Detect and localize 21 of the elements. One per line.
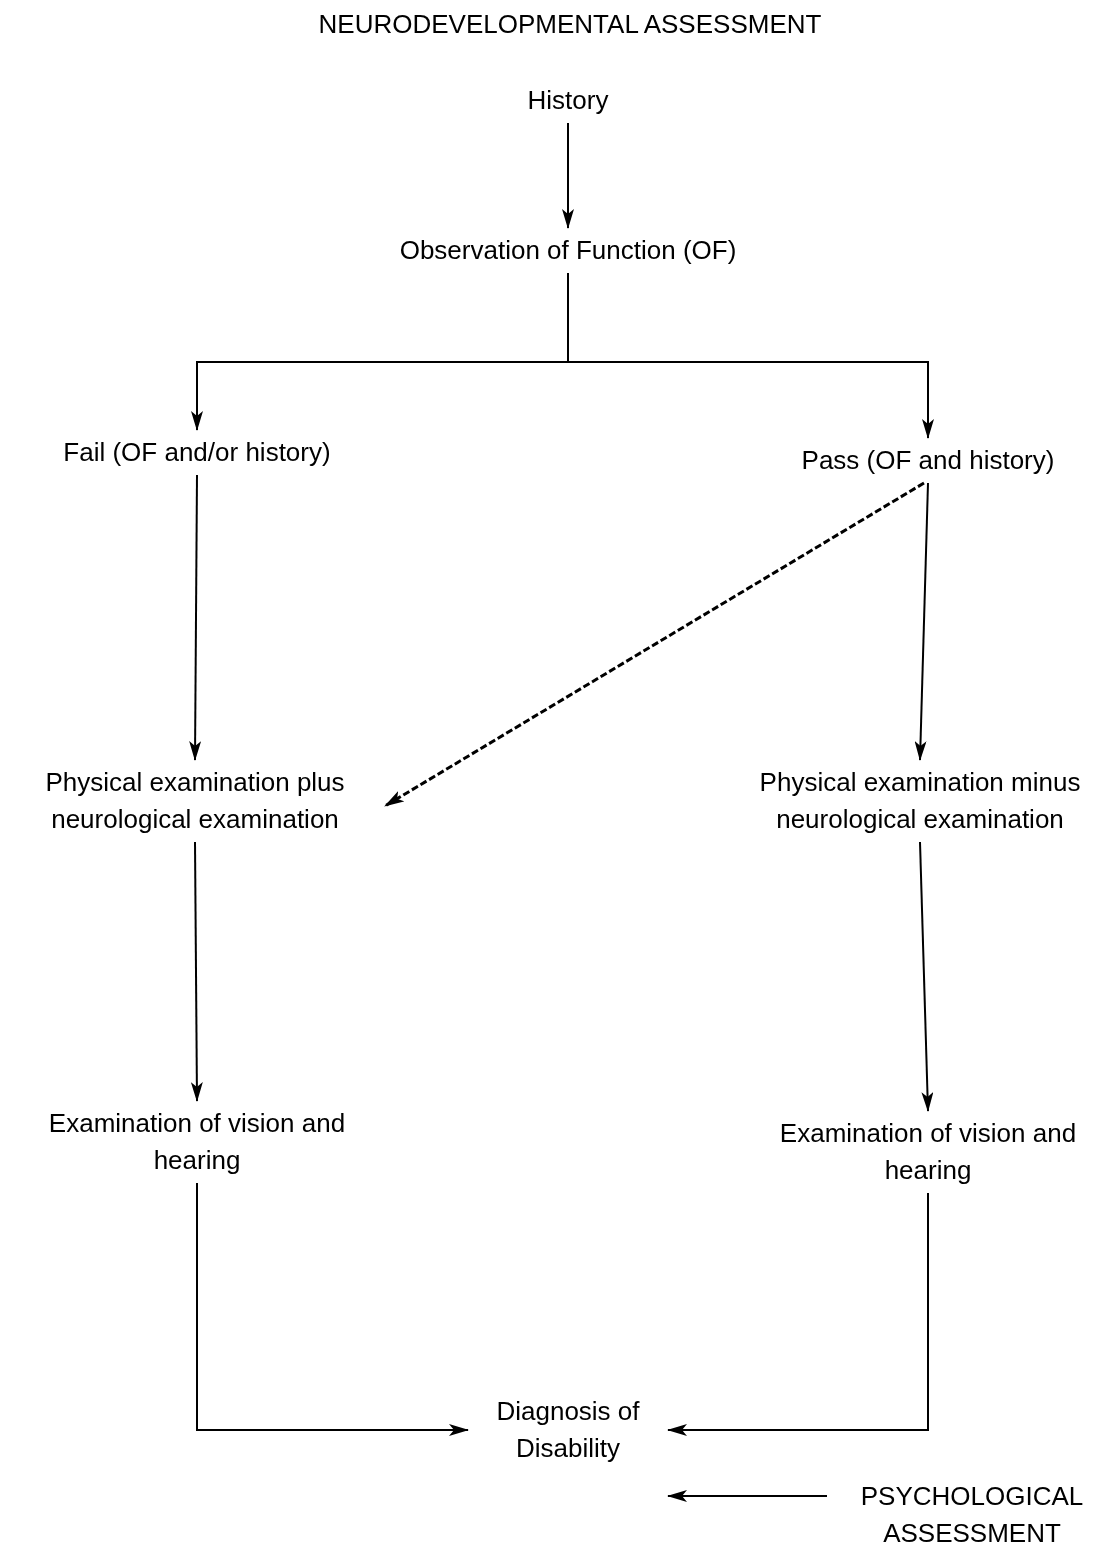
step-text: PSYCHOLOGICAL ASSESSMENT [827,1474,1117,1550]
step-text: Diagnosis of Disability [468,1389,668,1471]
step-text: Examination of vision and hearing [778,1111,1078,1193]
arrow [190,841,203,1102]
step-text: Physical examination minus neurological examination [725,760,1115,842]
step-text: Fail (OF and/or history) [47,430,347,475]
arrow [667,1192,929,1436]
arrow [196,1182,469,1436]
arrow [667,1490,828,1502]
step-text: Observation of Function (OF) [348,228,788,273]
arrow [567,272,934,439]
dashed-arrow [384,481,925,808]
step-text: History [498,78,638,123]
arrow [189,474,202,761]
arrow [919,841,934,1112]
arrow [562,122,574,229]
arrow [914,482,929,761]
step-text: Examination of vision and hearing [47,1101,347,1183]
diagram-title: NEURODEVELOPMENTAL ASSESSMENT [317,8,823,41]
step-text: Physical examination plus neurological examination [5,760,385,842]
step-text: Pass (OF and history) [793,438,1063,483]
